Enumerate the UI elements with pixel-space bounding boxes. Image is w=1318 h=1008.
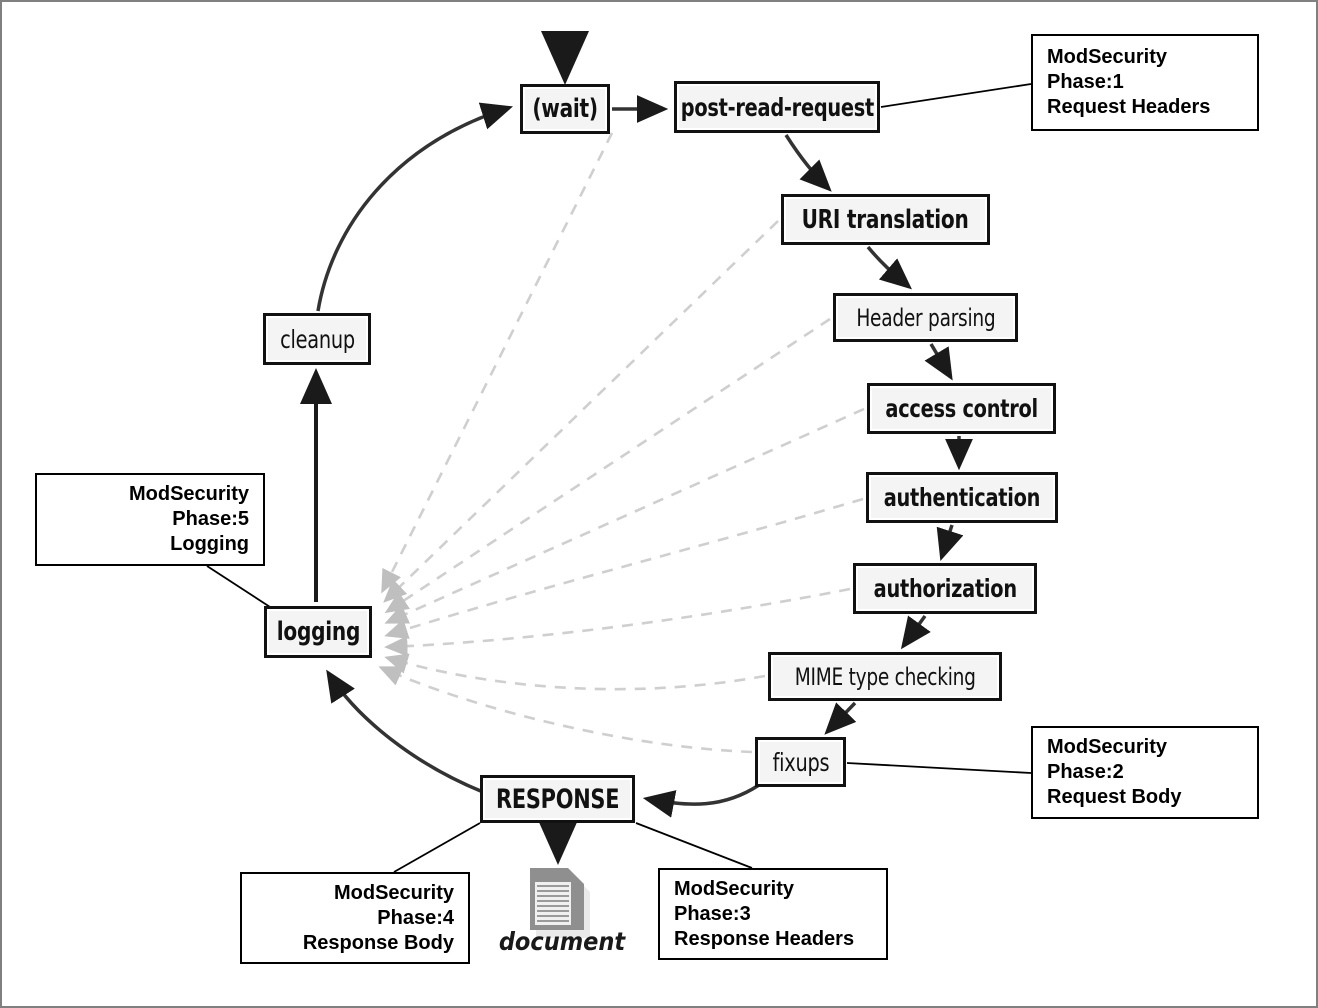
- arrow-mime-type-checking-to-fixups: [824, 701, 857, 735]
- note-phase1-line2: Request Headers: [1047, 96, 1211, 118]
- node-fixups-label: fixups: [772, 747, 829, 777]
- node-mime-type-checking[interactable]: MIME type checking: [768, 652, 1002, 701]
- node-header-parsing-label: Header parsing: [855, 303, 996, 332]
- note-phase1-line1: ModSecurity Phase:1: [1047, 46, 1168, 93]
- dashed-from-access-control: [384, 407, 865, 624]
- note-phase3-line1: ModSecurity Phase:3: [674, 877, 795, 925]
- node-authorization-label: authorization: [873, 574, 1017, 603]
- leader-phase1: [880, 83, 1032, 108]
- arrow-authorization-to-mime-type-checking: [900, 614, 931, 650]
- note-phase5-line2: Logging: [170, 533, 249, 555]
- leader-phase4: [393, 822, 481, 873]
- note-phase1: ModSecurity Phase:1 Request Headers: [1031, 34, 1259, 131]
- leader-phase3: [635, 822, 753, 869]
- dashed-from-uri-translation: [383, 220, 779, 603]
- node-uri-translation-label: URI translation: [802, 204, 969, 235]
- node-response-label: RESPONSE: [495, 783, 620, 815]
- node-access-control[interactable]: access control: [867, 383, 1056, 434]
- note-leader-lines: [206, 83, 1032, 873]
- dashed-from-authentication: [384, 497, 864, 639]
- node-logging-label: logging: [276, 617, 360, 647]
- node-authentication-label: authentication: [883, 483, 1041, 512]
- node-header-parsing[interactable]: Header parsing: [833, 293, 1018, 342]
- dashed-from-post-read-request: [381, 132, 614, 594]
- node-response[interactable]: RESPONSE: [480, 775, 635, 823]
- node-authentication[interactable]: authentication: [866, 472, 1058, 523]
- note-phase2-line2: Request Body: [1047, 786, 1182, 808]
- node-cleanup-label: cleanup: [279, 324, 355, 354]
- arrow-header-parsing-to-access-control: [924, 343, 953, 381]
- dashed-logging-arrows: [378, 132, 865, 754]
- arrow-response-to-logging: [326, 669, 484, 794]
- node-cleanup[interactable]: cleanup: [263, 313, 371, 365]
- dashed-from-header-parsing: [384, 317, 831, 614]
- node-logging[interactable]: logging: [264, 606, 372, 658]
- note-phase5: ModSecurity Phase:5 Logging: [35, 473, 265, 566]
- arrow-cleanup-to-wait: [316, 102, 514, 312]
- note-phase5-line1: ModSecurity Phase:5: [128, 483, 249, 530]
- note-phase4-line1: ModSecurity Phase:4: [333, 881, 454, 929]
- note-phase4-line2: Response Body: [302, 931, 454, 954]
- leader-phase2: [846, 762, 1032, 774]
- document-label: document: [498, 927, 626, 956]
- node-access-control-label: access control: [885, 394, 1038, 423]
- document-page-icon: [530, 868, 590, 938]
- dashed-from-authorization: [384, 587, 851, 657]
- node-fixups[interactable]: fixups: [755, 737, 846, 787]
- arrow-uri-translation-to-header-parsing: [866, 245, 912, 290]
- note-phase2: ModSecurity Phase:2 Request Body: [1031, 726, 1259, 819]
- arrow-fixups-to-response: [642, 783, 760, 818]
- arrow-post-read-request-to-uri-translation: [784, 134, 832, 192]
- note-phase2-line1: ModSecurity Phase:2: [1047, 736, 1168, 783]
- node-post-read-request[interactable]: post-read-request: [674, 81, 880, 133]
- node-wait-label: (wait): [532, 94, 598, 124]
- node-uri-translation[interactable]: URI translation: [781, 194, 990, 245]
- leader-phase5: [206, 565, 271, 608]
- arrow-authentication-to-authorization: [936, 524, 964, 561]
- dashed-from-fixups: [378, 666, 753, 754]
- note-phase3: ModSecurity Phase:3 Response Headers: [658, 868, 888, 960]
- note-phase3-line2: Response Headers: [674, 927, 855, 950]
- node-mime-type-checking-label: MIME type checking: [794, 662, 976, 691]
- node-post-read-request-label: post-read-request: [680, 92, 874, 122]
- node-authorization[interactable]: authorization: [853, 563, 1037, 614]
- node-wait[interactable]: (wait): [520, 84, 610, 134]
- note-phase4: ModSecurity Phase:4 Response Body: [240, 872, 470, 964]
- dashed-from-mime-type-checking: [384, 653, 766, 691]
